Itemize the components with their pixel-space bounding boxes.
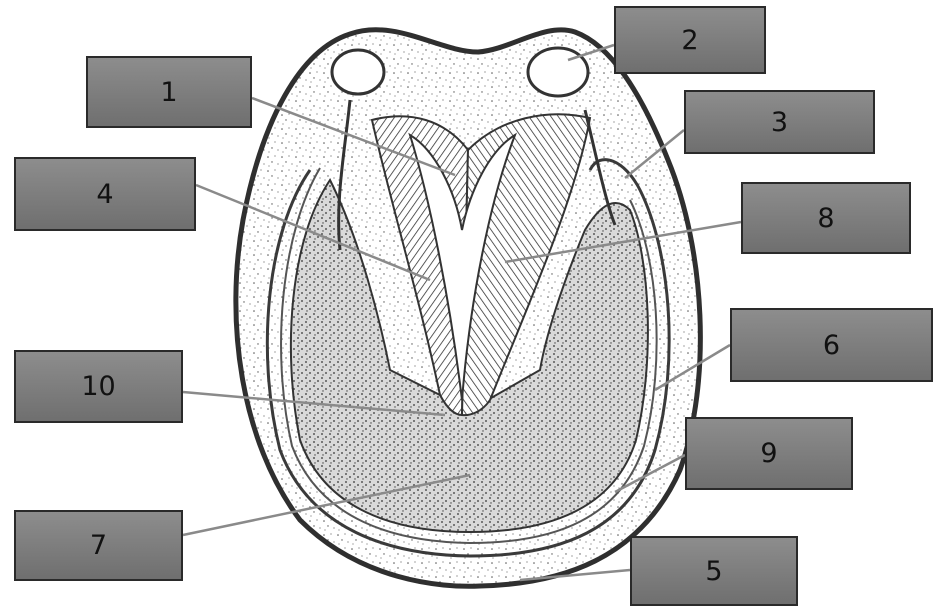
label-1: 1 bbox=[86, 56, 252, 128]
label-9: 9 bbox=[685, 417, 853, 490]
label-3: 3 bbox=[684, 90, 875, 154]
label-10: 10 bbox=[14, 350, 183, 423]
label-5: 5 bbox=[630, 536, 798, 606]
label-2: 2 bbox=[614, 6, 766, 74]
heel-bulb-left bbox=[332, 50, 384, 94]
label-4: 4 bbox=[14, 157, 196, 231]
label-7: 7 bbox=[14, 510, 183, 581]
label-6: 6 bbox=[730, 308, 933, 382]
label-8: 8 bbox=[741, 182, 911, 254]
